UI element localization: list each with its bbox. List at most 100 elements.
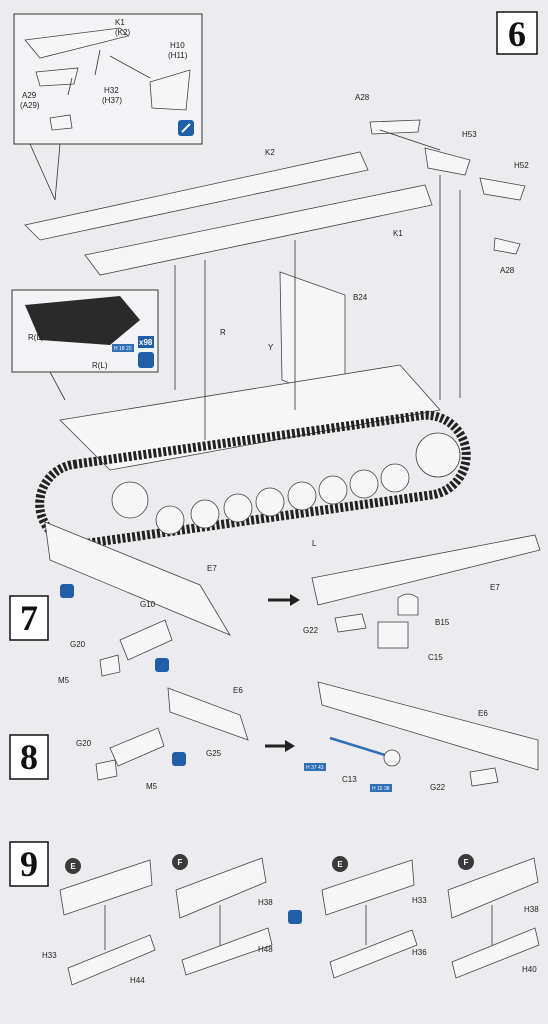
label-h36: H36: [412, 948, 427, 957]
label-g10: G10: [140, 600, 156, 609]
step-9-number: 9: [20, 844, 38, 884]
part-a28-top: [369, 119, 421, 135]
track-run: [35, 410, 471, 549]
label-k2: (K2): [115, 28, 130, 37]
label-e7-right: E7: [490, 583, 500, 592]
label-h33-2: H33: [412, 896, 427, 905]
badge-f-1: [172, 854, 188, 870]
svg-text:E: E: [337, 860, 343, 869]
label-k2-main: K2: [265, 148, 275, 157]
label-e6-left: E6: [233, 686, 243, 695]
label-y: Y: [268, 343, 274, 352]
step-8-number: 8: [20, 737, 38, 777]
label-h44: H44: [130, 976, 145, 985]
fender-k1: [84, 184, 433, 276]
label-g20-8: G20: [76, 739, 92, 748]
track-links: [25, 296, 140, 345]
badge-e-1: [65, 858, 81, 874]
label-h33-1: H33: [42, 951, 57, 960]
hatch-bracket: [149, 69, 191, 111]
part-g22-7: [334, 613, 367, 633]
part-m5: [99, 654, 121, 677]
label-b24: B24: [353, 293, 368, 302]
label-m5-8: M5: [146, 782, 158, 791]
fender-e7-right: [311, 534, 541, 606]
label-a28-top: A28: [355, 93, 370, 102]
label-b15: B15: [435, 618, 450, 627]
step-7-number: 7: [20, 598, 38, 638]
label-l: L: [312, 539, 317, 548]
label-k1: K1: [115, 18, 125, 27]
svg-text:E: E: [70, 862, 76, 871]
fender-k2: [24, 151, 369, 241]
label-h48: H48: [258, 945, 273, 954]
label-e6-right: E6: [478, 709, 488, 718]
label-h10: H10: [170, 41, 185, 50]
label-c13: C13: [342, 775, 357, 784]
part-c15: [377, 621, 409, 649]
bracket-g20: [119, 619, 173, 661]
part-tag: [112, 344, 134, 352]
part-h53: [424, 147, 471, 176]
label-h53: H53: [462, 130, 477, 139]
tool-rack-h38-2: [447, 857, 539, 919]
label-h38-2: H38: [524, 905, 539, 914]
fender-e6-right: [317, 681, 539, 771]
part-tag-2-text: H 37 43: [306, 765, 324, 771]
label-rl-top: R(L): [28, 333, 44, 342]
label-g22-7: G22: [303, 626, 319, 635]
hatch-plate: [24, 27, 129, 59]
step-6-box: [496, 11, 538, 55]
part-b15: [397, 593, 419, 616]
svg-text:F: F: [178, 858, 183, 867]
label-g22-8: G22: [430, 783, 446, 792]
box-h40: [451, 927, 540, 979]
step-7-box: [9, 595, 49, 641]
count-text: x98: [139, 338, 153, 347]
part-tag-3: [370, 784, 392, 792]
label-h32: H32: [104, 86, 119, 95]
part-a28-right: [493, 237, 521, 255]
step-6-number: 6: [508, 14, 526, 54]
badge-e-2: [332, 856, 348, 872]
small-clip: [49, 114, 73, 131]
label-h37: (H37): [102, 96, 122, 105]
light-c13: [383, 749, 401, 767]
hull-body: [59, 364, 441, 471]
glue-icon-2: [138, 352, 154, 368]
svg-text:F: F: [464, 858, 469, 867]
tool-icon-3: [172, 752, 186, 766]
label-g25: G25: [206, 749, 222, 758]
mirror-icon: [288, 910, 302, 924]
label-rl-bottom: R(L): [92, 361, 108, 370]
label-a28-right: A28: [500, 266, 515, 275]
box-h48: [181, 927, 273, 976]
part-m5-8: [95, 759, 118, 781]
box-h44: [67, 934, 156, 986]
label-m5-7: M5: [58, 676, 70, 685]
tool-rack-h38-1: [175, 857, 267, 919]
tool-icon-2: [155, 658, 169, 672]
part-tag-3-text: H 15 38: [372, 786, 390, 792]
label-h38-1: H38: [258, 898, 273, 907]
box-h36: [329, 929, 418, 979]
label-r: R: [220, 328, 226, 337]
step-9-box: [9, 841, 49, 887]
part-h52: [479, 177, 526, 201]
bracket-g20-8: [109, 727, 165, 767]
tool-icon: [60, 584, 74, 598]
step-8-box: [9, 734, 49, 780]
tool-rack-h33-1: [59, 859, 153, 916]
fender-e7-left: [44, 521, 231, 636]
small-bracket: [35, 67, 79, 87]
part-tag-2: [304, 763, 326, 771]
part-tag-text: H 18 20: [114, 346, 132, 352]
rod-c13: [329, 736, 386, 757]
label-k1-main: K1: [393, 229, 403, 238]
label-g20-7: G20: [70, 640, 86, 649]
label-h52: H52: [514, 161, 529, 170]
road-wheels: [111, 432, 461, 535]
label-a29-alt: (A29): [20, 101, 40, 110]
